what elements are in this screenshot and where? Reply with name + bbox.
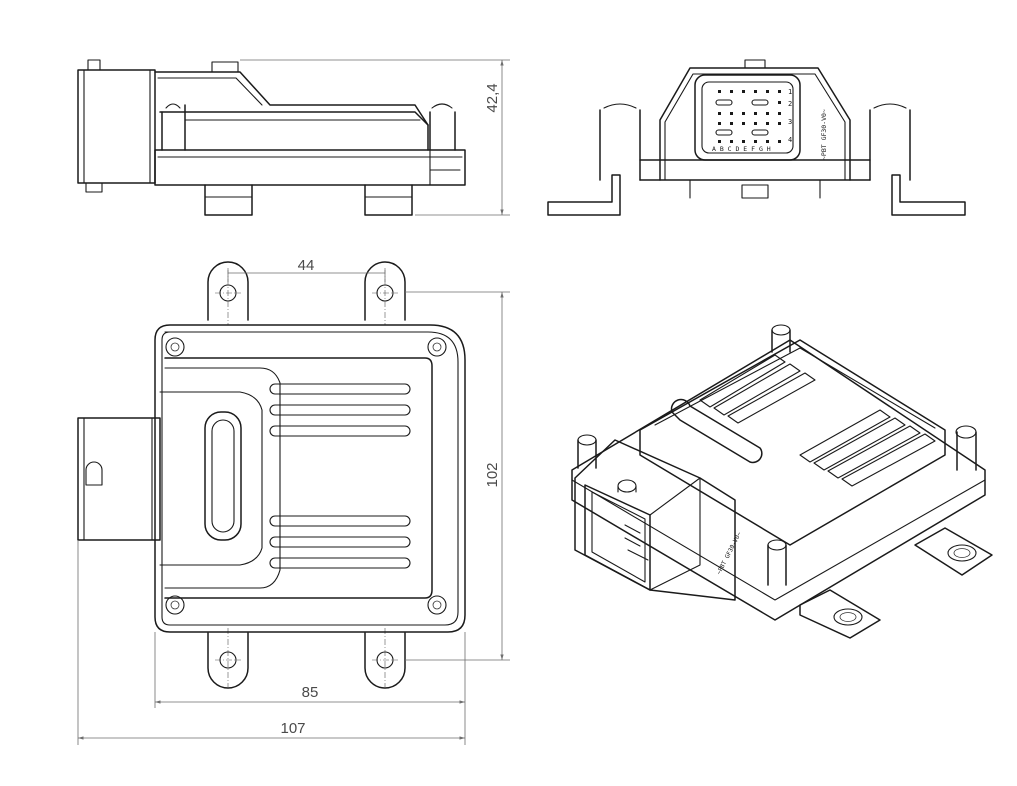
row-number-3: 3 xyxy=(788,118,792,126)
depth-dimension-label: 102 xyxy=(484,462,501,487)
connector-pins xyxy=(715,90,781,143)
iso-posts xyxy=(577,324,977,586)
hole-spacing-label: 44 xyxy=(298,257,315,274)
row-number-2: 2 xyxy=(788,100,792,108)
height-dimension-label: 42,4 xyxy=(484,83,501,112)
cooling-ribs xyxy=(269,383,411,569)
side-view xyxy=(77,59,510,216)
iso-brand-marking: ~PBT GF30-V0~ xyxy=(716,531,744,576)
body-width-label: 85 xyxy=(302,684,319,701)
total-width-label: 107 xyxy=(280,720,305,737)
isometric-view: ~PBT GF30-V0~ xyxy=(571,324,993,639)
column-letters: A B C D E F G H xyxy=(712,145,771,153)
top-view xyxy=(77,261,510,745)
row-number-1: 1 xyxy=(788,88,792,96)
brand-marking: ~PBT GF30-V0~ xyxy=(820,109,828,160)
iso-cooling-ribs xyxy=(699,354,936,487)
row-number-4: 4 xyxy=(788,136,792,144)
front-view: 1 2 3 4 A B C D E F G H ~PBT GF30-V0~ xyxy=(547,59,966,216)
